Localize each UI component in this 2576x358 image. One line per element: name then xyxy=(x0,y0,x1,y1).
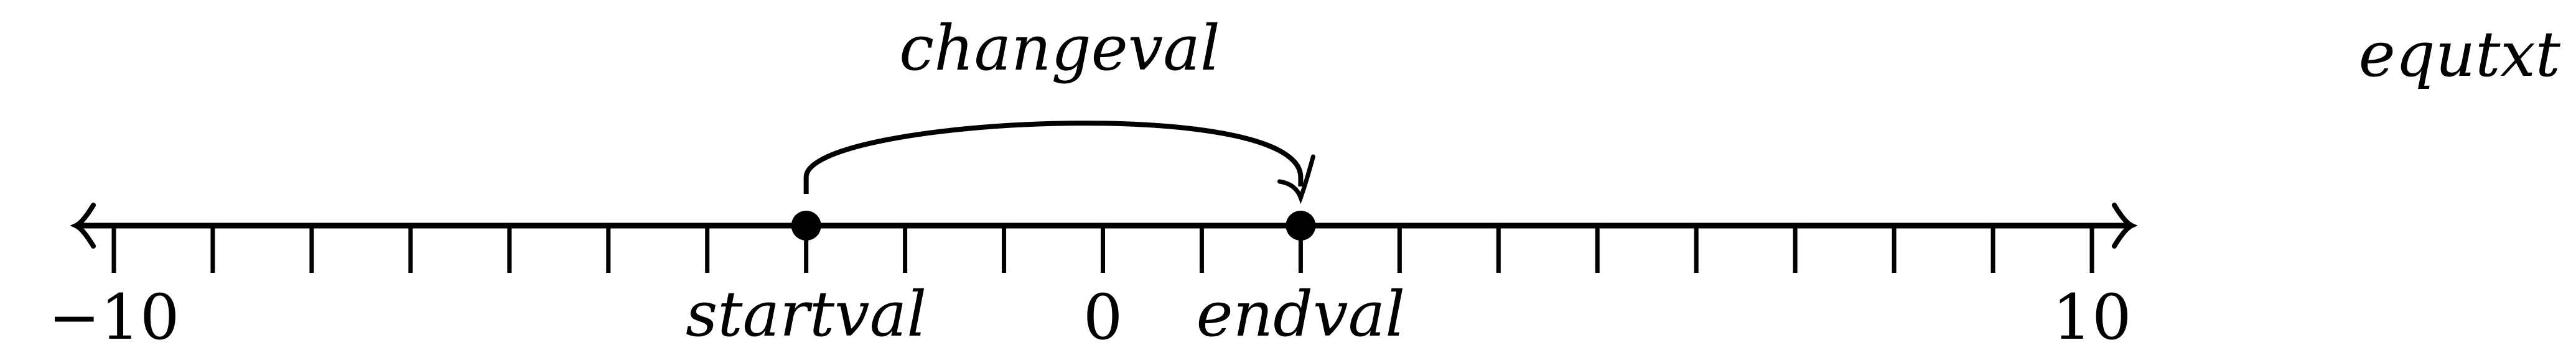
point-labels: startval endval xyxy=(686,278,1405,351)
point-dot xyxy=(1286,211,1316,241)
jump-arc xyxy=(803,121,1304,194)
tick-labels: −10 0 10 xyxy=(48,281,2131,354)
tick-label: 0 xyxy=(1083,281,1123,354)
equation-text: equtxt xyxy=(2359,18,2561,91)
right-arrowhead xyxy=(2112,203,2138,249)
point-label: endval xyxy=(1197,278,1406,351)
point-label: startval xyxy=(686,278,926,351)
left-arrowhead xyxy=(70,203,96,249)
tick-label: 10 xyxy=(2052,281,2131,354)
tick-label: −10 xyxy=(48,281,179,354)
point-dot xyxy=(791,211,821,241)
jump-label: changeval xyxy=(899,12,1220,85)
jump-arrowhead xyxy=(1277,154,1315,204)
tick-marks xyxy=(111,224,2094,273)
points xyxy=(791,211,1316,241)
